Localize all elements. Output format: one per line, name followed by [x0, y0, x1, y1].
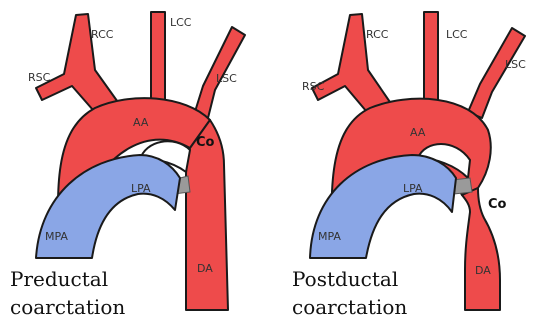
label-da: DA [475, 264, 491, 277]
label-co: Co [196, 135, 215, 150]
label-co: Co [488, 197, 507, 212]
vessel-lsc [468, 28, 525, 118]
label-lcc: LCC [446, 28, 468, 41]
label-lsc: LSC [505, 58, 526, 71]
label-da: DA [197, 262, 213, 275]
label-rsc: RSC [28, 71, 51, 84]
label-rsc: RSC [302, 80, 325, 93]
vessel-lcc [151, 12, 165, 112]
label-lcc: LCC [170, 16, 192, 29]
caption-line-1: Preductal [10, 267, 108, 291]
label-aa: AA [133, 116, 149, 129]
panel-postductal: RCC LCC RSC LSC AA Co LPA MPA DA Postduc… [292, 12, 526, 319]
label-lpa: LPA [131, 182, 151, 195]
label-mpa: MPA [318, 230, 341, 243]
panel-preductal: RCC LCC RSC LSC AA Co LPA MPA DA Preduct… [10, 12, 245, 319]
caption-line-2: coarctation [292, 295, 407, 319]
label-mpa: MPA [45, 230, 68, 243]
label-aa: AA [410, 126, 426, 139]
label-lpa: LPA [403, 182, 423, 195]
vessel-lcc [424, 12, 438, 110]
label-rcc: RCC [91, 28, 114, 41]
label-lsc: LSC [216, 72, 237, 85]
caption-line-1: Postductal [292, 267, 398, 291]
label-rcc: RCC [366, 28, 389, 41]
caption-line-2: coarctation [10, 295, 125, 319]
